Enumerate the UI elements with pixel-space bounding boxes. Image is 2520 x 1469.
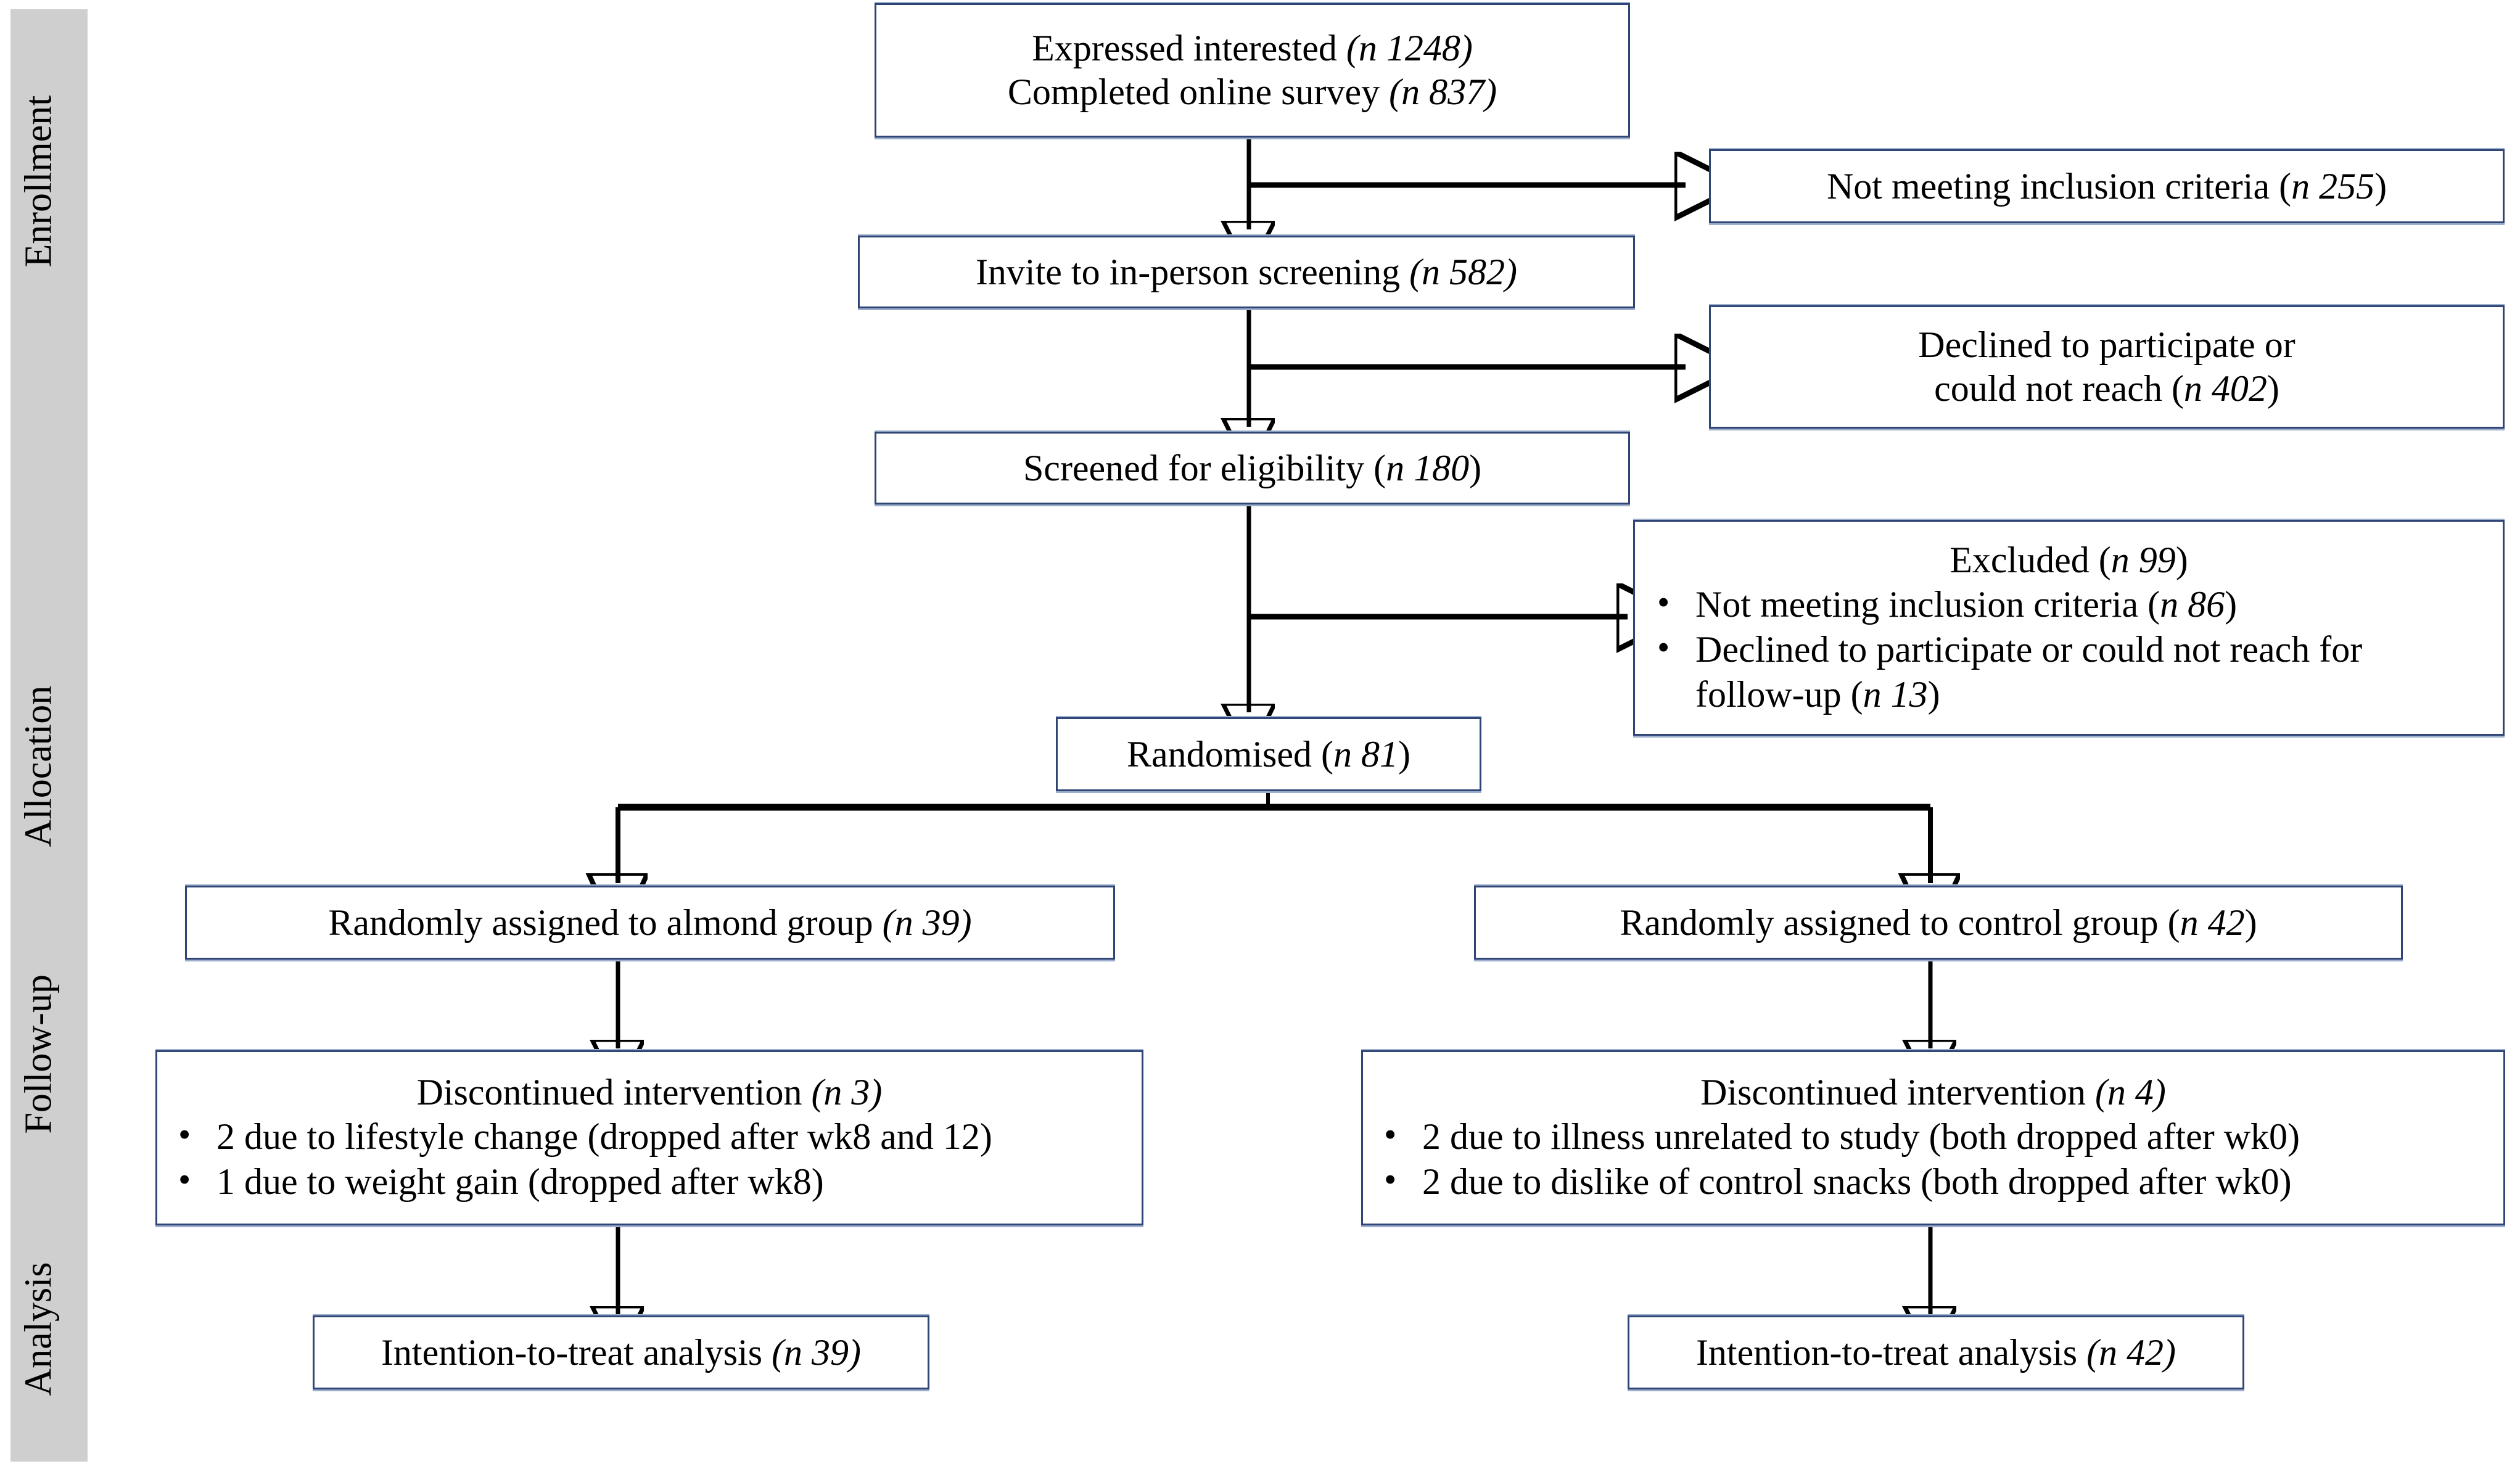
randomised-box[interactable]: Randomised (n 81) [1056,717,1481,791]
discontinued-control-bullet-item: 2 due to dislike of control snacks (both… [1369,1158,2497,1204]
discontinued-almond-heading: Discontinued intervention (n 3) [416,1072,883,1113]
excluded-bullet-item: Declined to participate or could not rea… [1642,626,2495,717]
excluded-heading: Excluded (n 99) [1950,539,2188,580]
screened-for-eligibility-text: Screened for eligibility (n 180) [1023,447,1482,488]
assigned-control-group-text: Randomly assigned to control group (n 42… [1620,902,2257,943]
sidebar-item-followup: Follow-up [18,974,60,1134]
discontinued-control-box[interactable]: Discontinued intervention (n 4) 2 due to… [1361,1050,2505,1225]
declined-or-unreachable-line1: Declined to participate or [1918,324,2296,366]
intention-to-treat-control-text: Intention-to-treat analysis (n 42) [1695,1331,2176,1373]
discontinued-almond-bullet-list: 2 due to lifestyle change (dropped after… [163,1113,1135,1204]
discontinued-almond-box[interactable]: Discontinued intervention (n 3) 2 due to… [155,1050,1143,1225]
excluded-bullet-list: Not meeting inclusion criteria (n 86) De… [1642,581,2495,718]
sidebar-item-analysis: Analysis [17,1262,60,1396]
intention-to-treat-almond-text: Intention-to-treat analysis (n 39) [381,1331,862,1373]
expressed-interest-line2: Completed online survey (n 837) [1007,72,1497,112]
discontinued-control-heading: Discontinued intervention (n 4) [1700,1072,2166,1113]
discontinued-control-bullet-item: 2 due to illness unrelated to study (bot… [1369,1113,2497,1159]
randomised-text: Randomised (n 81) [1127,733,1410,775]
discontinued-control-bullet-list: 2 due to illness unrelated to study (bot… [1369,1113,2497,1204]
screened-for-eligibility-box[interactable]: Screened for eligibility (n 180) [875,432,1630,504]
intention-to-treat-control-box[interactable]: Intention-to-treat analysis (n 42) [1628,1315,2244,1389]
excluded-box[interactable]: Excluded (n 99) Not meeting inclusion cr… [1633,520,2505,736]
intention-to-treat-almond-box[interactable]: Intention-to-treat analysis (n 39) [313,1315,929,1389]
declined-or-unreachable-line2: could not reach (n 402) [1934,368,2279,409]
not-meeting-inclusion-criteria-box[interactable]: Not meeting inclusion criteria (n 255) [1709,149,2505,223]
sidebar-item-enrollment: Enrollment [18,96,60,268]
excluded-bullet-item: Not meeting inclusion criteria (n 86) [1642,581,2495,627]
assigned-control-group-box[interactable]: Randomly assigned to control group (n 42… [1474,886,2403,960]
not-meeting-inclusion-criteria-text: Not meeting inclusion criteria (n 255) [1826,165,2387,207]
expressed-interest-line1: Expressed interested (n 1248) [1032,28,1473,69]
sidebar-item-allocation: Allocation [18,686,60,847]
stage-sidebar [10,9,88,1462]
invite-in-person-screening-box[interactable]: Invite to in-person screening (n 582) [858,236,1635,308]
invite-in-person-screening-text: Invite to in-person screening (n 582) [975,251,1518,292]
assigned-almond-group-text: Randomly assigned to almond group (n 39) [328,902,972,943]
declined-or-unreachable-box[interactable]: Declined to participate or could not rea… [1709,305,2505,429]
discontinued-almond-bullet-item: 2 due to lifestyle change (dropped after… [163,1113,1135,1159]
expressed-interest-box[interactable]: Expressed interested (n 1248) Completed … [875,3,1630,138]
assigned-almond-group-box[interactable]: Randomly assigned to almond group (n 39) [185,886,1115,960]
discontinued-almond-bullet-item: 1 due to weight gain (dropped after wk8) [163,1158,1135,1204]
